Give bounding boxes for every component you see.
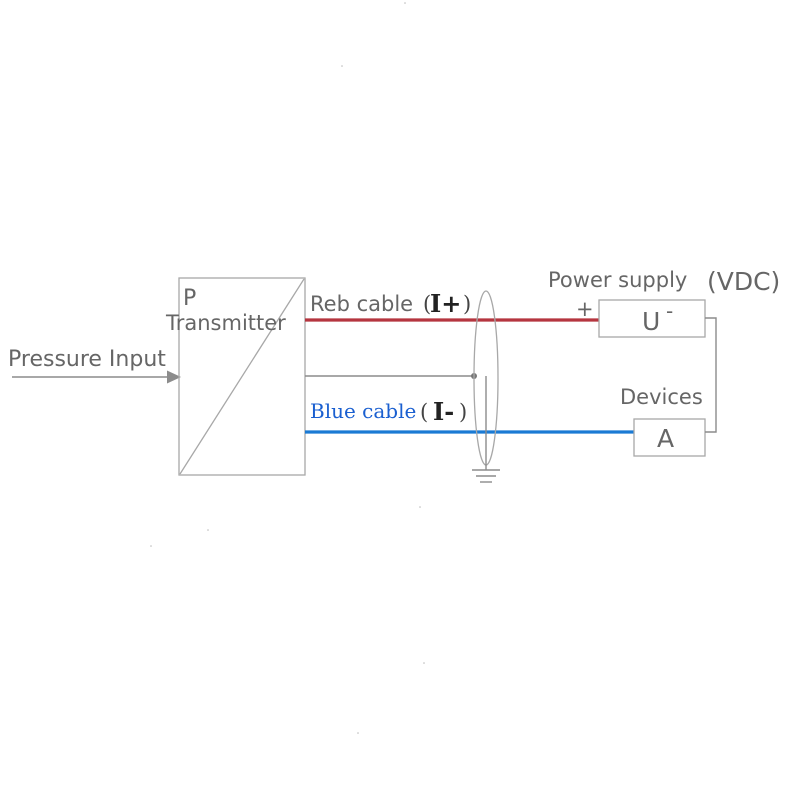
pressure-input-label: Pressure Input bbox=[8, 347, 166, 372]
power-supply-label: Power supply bbox=[548, 268, 687, 292]
background-specks bbox=[150, 2, 425, 734]
devices-symbol: A bbox=[657, 424, 674, 453]
blue-cable-polarity: I- bbox=[433, 397, 454, 426]
power-supply-plus-sign: + bbox=[576, 297, 594, 321]
transmitter-label: Transmitter bbox=[165, 311, 286, 335]
ground-icon bbox=[472, 469, 500, 483]
transmitter-diagonal bbox=[179, 278, 305, 475]
pressure-input-arrowhead-icon bbox=[167, 370, 181, 384]
power-supply-unit: (VDC) bbox=[707, 267, 780, 296]
return-loop-wire bbox=[705, 317, 717, 433]
blue-cable-label: Blue cable bbox=[310, 399, 416, 423]
transmitter-symbol-p: P bbox=[183, 286, 196, 311]
red-cable-label: Reb cable bbox=[310, 292, 413, 316]
devices-label: Devices bbox=[620, 385, 703, 409]
red-cable-polarity-close: ) bbox=[463, 292, 471, 316]
power-supply-symbol: U bbox=[642, 307, 660, 336]
power-supply-symbol-sup: - bbox=[666, 299, 673, 323]
red-cable-polarity: I+ bbox=[430, 289, 461, 318]
red-cable-polarity-open: ( bbox=[423, 292, 431, 316]
blue-cable-polarity-close: ) bbox=[459, 400, 467, 424]
devices-box bbox=[633, 418, 706, 457]
blue-cable-polarity-open: ( bbox=[420, 400, 428, 424]
